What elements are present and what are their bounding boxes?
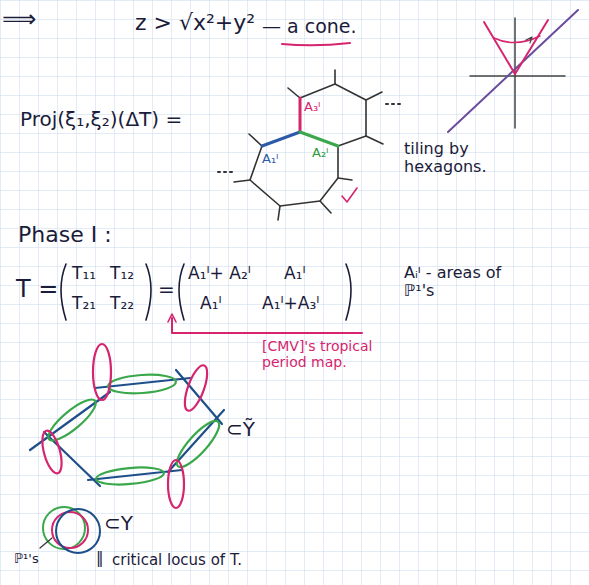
inequality: z > √x²+y² (135, 10, 255, 35)
matrix-entry: A₁ᴵ (284, 264, 306, 284)
note: ℙ¹'s (14, 552, 39, 567)
area-label: A₁ᴵ (262, 152, 279, 167)
matrix-entry: T₂₂ (110, 294, 134, 314)
annotation: [CMV]'s tropical period map. (262, 338, 412, 370)
note: Aᵢᴵ - areas of ℙ¹'s (404, 264, 534, 301)
matrix-entry: T₂₁ (72, 294, 96, 314)
hexagon-tiling (218, 70, 400, 220)
matrix-entry: A₁ᴵ (200, 294, 222, 314)
note: tiling by hexagons. (404, 140, 514, 177)
implies-arrow: ⟹ (2, 6, 36, 34)
note: critical locus of T. (112, 552, 242, 569)
curve-label: ⊂Ỹ (226, 418, 255, 441)
matrix-symbol: T = (16, 276, 58, 304)
curve-sketch (30, 344, 225, 508)
matrix-entry: A₁ᴵ+A₃ᴵ (262, 294, 319, 314)
phase-heading: Phase I : (18, 222, 112, 247)
note: — a cone. (262, 16, 357, 38)
critical-locus-sketch (40, 507, 100, 553)
cone-sketch (448, 10, 578, 132)
area-label: A₃ᴵ (304, 100, 321, 115)
equals-sign: = (158, 278, 175, 301)
area-label: A₂ᴵ (312, 146, 329, 161)
matrix-entry: A₁ᴵ+ A₂ᴵ (188, 264, 251, 284)
matrix-entry: T₁₂ (110, 264, 134, 284)
curve-label: ⊂Y (104, 512, 133, 535)
matrix-entry: T₁₁ (72, 264, 96, 284)
equals-sign: ‖ (96, 550, 104, 567)
projection-formula: Proj(ξ₁,ξ₂)(ΔT) = (20, 108, 182, 131)
